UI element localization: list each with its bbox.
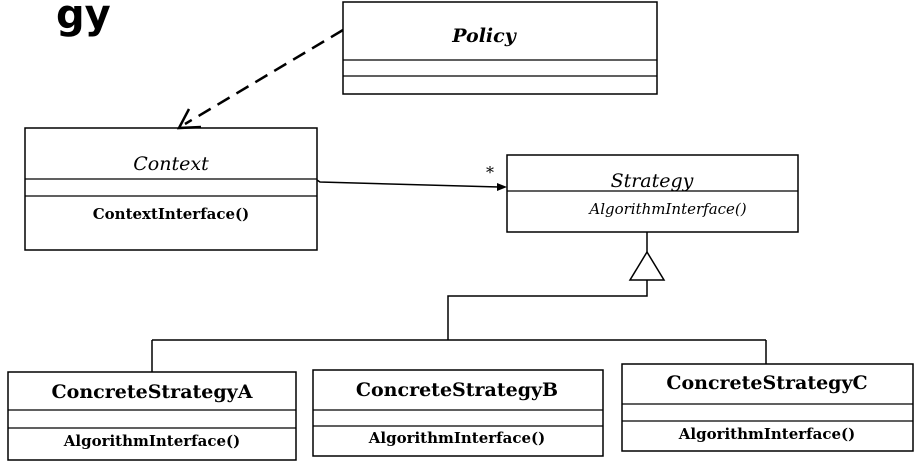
class-concrete-strategy-a-operation: AlgorithmInterface() xyxy=(63,432,240,450)
generalization-tree xyxy=(151,232,767,372)
dependency-policy-context xyxy=(176,28,344,130)
class-strategy-operation: AlgorithmInterface() xyxy=(587,200,746,218)
association-arrowhead-icon xyxy=(497,183,507,191)
slide-title-fragment: gy xyxy=(56,0,111,38)
class-concrete-strategy-b-operation: AlgorithmInterface() xyxy=(368,429,545,447)
class-strategy-frame xyxy=(506,154,799,233)
class-concrete-strategy-c-frame xyxy=(621,363,914,452)
class-context-name: Context xyxy=(133,153,209,175)
association-line xyxy=(316,179,500,188)
class-concrete-strategy-b-name: ConcreteStrategyB xyxy=(356,379,558,401)
dependency-arrowhead-icon xyxy=(176,108,202,130)
class-context[interactable]: Context ContextInterface() xyxy=(24,127,318,251)
class-context-frame xyxy=(24,127,318,251)
class-concrete-strategy-c-operation: AlgorithmInterface() xyxy=(678,425,855,443)
class-policy-frame xyxy=(342,1,658,95)
class-concrete-strategy-b-frame xyxy=(312,369,604,457)
generalization-stem xyxy=(447,280,648,340)
association-context-strategy: * xyxy=(316,163,507,191)
class-concrete-strategy-b[interactable]: ConcreteStrategyB AlgorithmInterface() xyxy=(312,369,604,457)
association-multiplicity: * xyxy=(486,163,494,182)
class-strategy-name: Strategy xyxy=(611,170,694,192)
inheritance-triangle-icon xyxy=(628,250,666,281)
class-concrete-strategy-a-name: ConcreteStrategyA xyxy=(52,381,253,403)
class-policy[interactable]: Policy xyxy=(342,1,658,95)
class-concrete-strategy-a[interactable]: ConcreteStrategyA AlgorithmInterface() xyxy=(7,371,297,461)
class-context-operation: ContextInterface() xyxy=(93,205,250,223)
dependency-line xyxy=(184,28,344,126)
class-concrete-strategy-a-frame xyxy=(7,371,297,461)
class-policy-name: Policy xyxy=(451,25,517,47)
class-concrete-strategy-c[interactable]: ConcreteStrategyC AlgorithmInterface() xyxy=(621,363,914,452)
class-concrete-strategy-c-name: ConcreteStrategyC xyxy=(666,372,867,394)
class-strategy[interactable]: Strategy AlgorithmInterface() xyxy=(506,154,799,233)
